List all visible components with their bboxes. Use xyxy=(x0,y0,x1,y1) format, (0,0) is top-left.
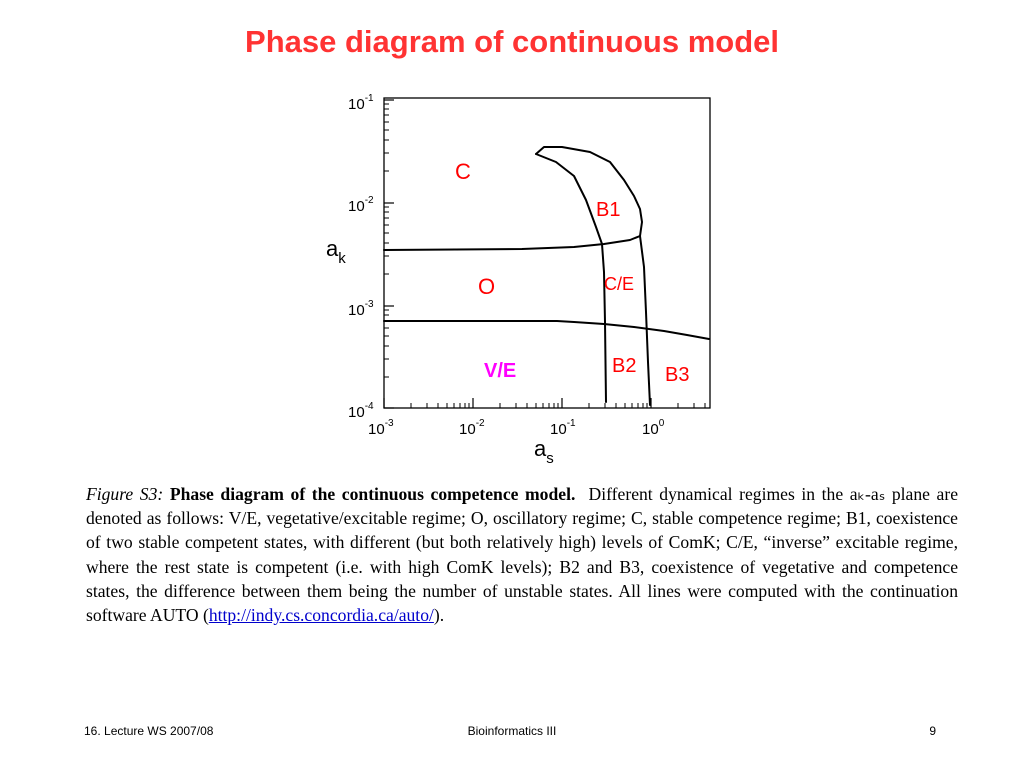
region-label-b3: B3 xyxy=(665,364,689,386)
plot-frame xyxy=(383,97,711,409)
footer-page-number: 9 xyxy=(929,724,936,738)
footer-course: Bioinformatics III xyxy=(467,724,557,738)
slide-title: Phase diagram of continuous model xyxy=(245,24,779,59)
phase-diagram: 10-1 10-2 10-3 10-4 10-3 10-2 10-1 100 a… xyxy=(312,82,732,472)
footer-lecture: 16. Lecture WS 2007/08 xyxy=(84,724,214,738)
region-label-ce: C/E xyxy=(604,274,634,294)
y-tick-label: 10-3 xyxy=(348,299,374,319)
region-label-o: O xyxy=(478,274,495,299)
y-tick-label: 10-2 xyxy=(348,195,374,215)
figure-caption-end: ). xyxy=(433,605,445,626)
b3-boundary xyxy=(639,235,651,406)
y-major-ticks xyxy=(384,99,394,409)
figure-label: Figure S3: xyxy=(86,484,164,504)
y-tick-label: 10-1 xyxy=(348,93,374,113)
x-tick-label: 10-3 xyxy=(368,418,394,438)
x-major-ticks xyxy=(383,398,652,408)
b1-outer-boundary xyxy=(535,146,643,237)
auto-link[interactable]: http://indy.cs.concordia.ca/auto/ xyxy=(208,605,434,626)
y-axis-label: ak xyxy=(326,236,346,267)
x-tick-label: 10-2 xyxy=(459,418,485,438)
b1-inner-boundary xyxy=(535,153,607,403)
x-tick-label: 10-1 xyxy=(550,418,576,438)
y-tick-label: 10-4 xyxy=(348,401,374,421)
region-label-c: C xyxy=(455,159,471,184)
figure-caption-title: Phase diagram of the continuous competen… xyxy=(169,484,576,504)
x-minor-ticks xyxy=(410,403,706,408)
x-axis-label: as xyxy=(534,436,554,467)
y-minor-ticks xyxy=(384,103,389,378)
phase-diagram-plot: 10-1 10-2 10-3 10-4 10-3 10-2 10-1 100 a… xyxy=(326,93,711,467)
region-label-b1: B1 xyxy=(596,199,620,221)
region-label-b2: B2 xyxy=(612,355,636,377)
figure-caption: Figure S3: Phase diagram of the continuo… xyxy=(86,482,958,627)
x-tick-label: 100 xyxy=(642,418,665,438)
ve-upper-boundary xyxy=(383,320,710,340)
region-label-ve: V/E xyxy=(484,360,516,382)
figure-caption-body: Different dynamical regimes in the aₖ-aₛ… xyxy=(86,484,959,626)
o-upper-boundary xyxy=(383,235,641,251)
